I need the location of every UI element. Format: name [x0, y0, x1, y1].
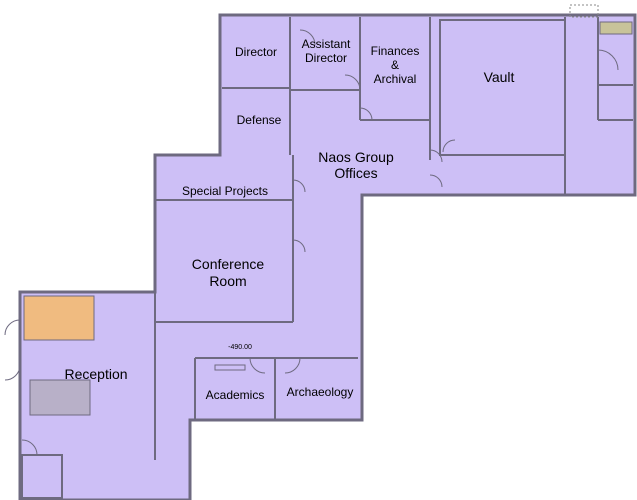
- window-outline: [569, 4, 599, 18]
- room-label-defense: Defense: [237, 113, 282, 127]
- room-label-archaeology: Archaeology: [287, 385, 354, 399]
- dimension-label: -490.00: [228, 344, 252, 351]
- room-label-reception: Reception: [64, 366, 127, 382]
- counter: [29, 379, 91, 416]
- room-label-director: Director: [235, 45, 277, 59]
- desk: [599, 21, 633, 35]
- floor-area: [18, 13, 637, 500]
- room-label-special-projects: Special Projects: [182, 184, 268, 198]
- room-label-naos-group: Naos Group: [318, 149, 394, 165]
- room-label-academics: Academics: [206, 388, 265, 402]
- room-label-assistant-director-2: Director: [305, 51, 347, 65]
- room-label-archival: Archival: [374, 72, 417, 86]
- interior-walls: [21, 17, 633, 499]
- room-label-room: Room: [209, 273, 246, 289]
- room-label-finances: Finances: [371, 44, 420, 58]
- room-label-finances-amp: &: [391, 58, 399, 72]
- room-label-vault: Vault: [484, 69, 515, 85]
- bench: [214, 364, 246, 371]
- door-swings: [4, 29, 619, 456]
- room-label-assistant-director: Assistant: [302, 37, 351, 51]
- reception-highlight-area: [23, 295, 95, 341]
- room-label-offices: Offices: [334, 165, 377, 181]
- room-label-conference: Conference: [192, 256, 265, 272]
